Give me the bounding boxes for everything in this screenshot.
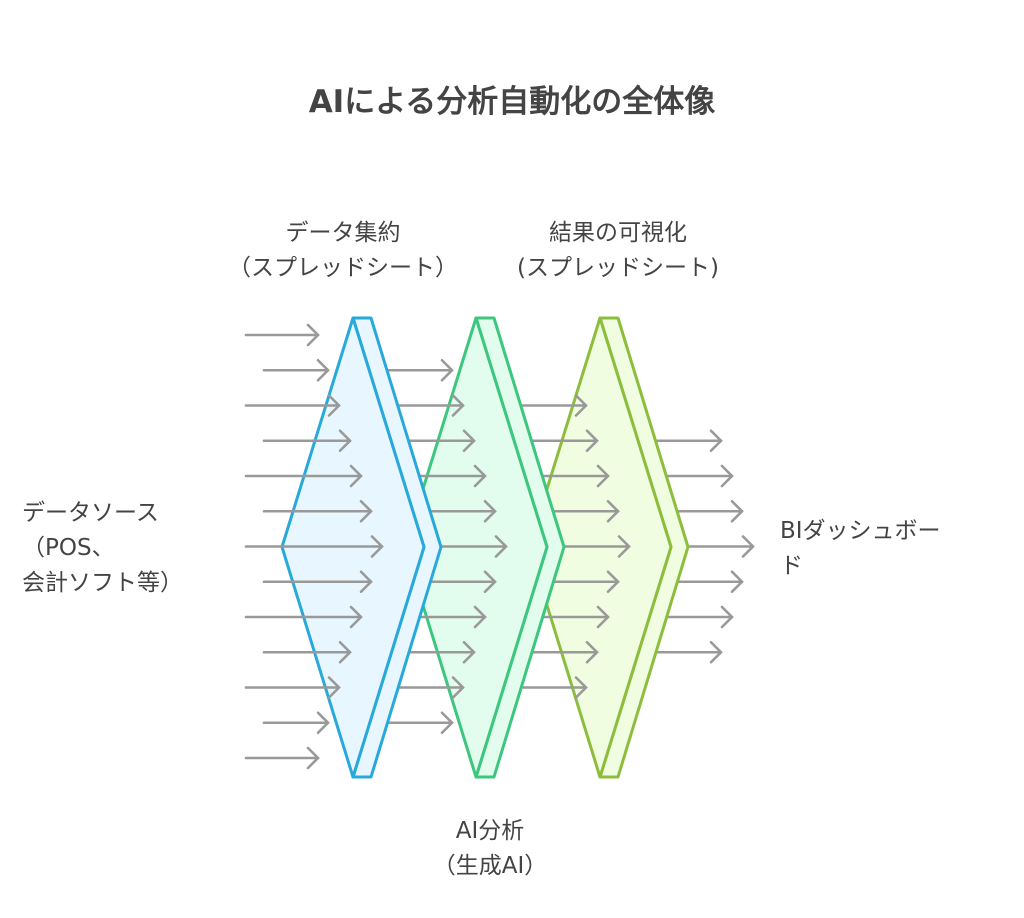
stage-1-label: データ集約 — [286, 220, 401, 246]
stage-1-to-2-arrow — [378, 711, 454, 735]
source-input-arrow — [262, 640, 352, 664]
source-input-arrow — [262, 358, 330, 382]
stage-1-sublabel: （スプレッドシート） — [228, 255, 458, 281]
stage-1-to-2-arrow — [378, 358, 454, 382]
diagram-title: AIによる分析自動化の全体像 — [309, 84, 716, 120]
stage-2-label: AI分析 — [456, 818, 525, 844]
source-input-arrow — [244, 464, 363, 488]
source-input-arrow — [244, 323, 320, 347]
source-input-arrow — [244, 394, 341, 417]
stage-3-sublabel: (スプレッドシート) — [517, 255, 719, 281]
source-input-arrow — [262, 429, 352, 453]
source-input-arrow — [262, 499, 373, 523]
source-input-arrow — [244, 535, 384, 558]
source-input-arrow — [244, 746, 320, 770]
source-input-arrow — [262, 570, 373, 594]
source-input-arrow — [262, 711, 330, 735]
output-label-line-1: BIダッシュボー — [780, 518, 941, 544]
source-label-line-1: データソース — [22, 500, 159, 526]
source-label-line-2: （POS、 — [22, 535, 115, 561]
source-input-arrow — [244, 605, 363, 629]
output-label-line-2: ド — [780, 553, 803, 579]
source-input-arrow — [244, 676, 341, 699]
source-label-line-3: 会計ソフト等） — [22, 570, 183, 596]
stage-2-sublabel: （生成AI） — [433, 853, 548, 879]
stage-3-label: 結果の可視化 — [549, 220, 687, 246]
